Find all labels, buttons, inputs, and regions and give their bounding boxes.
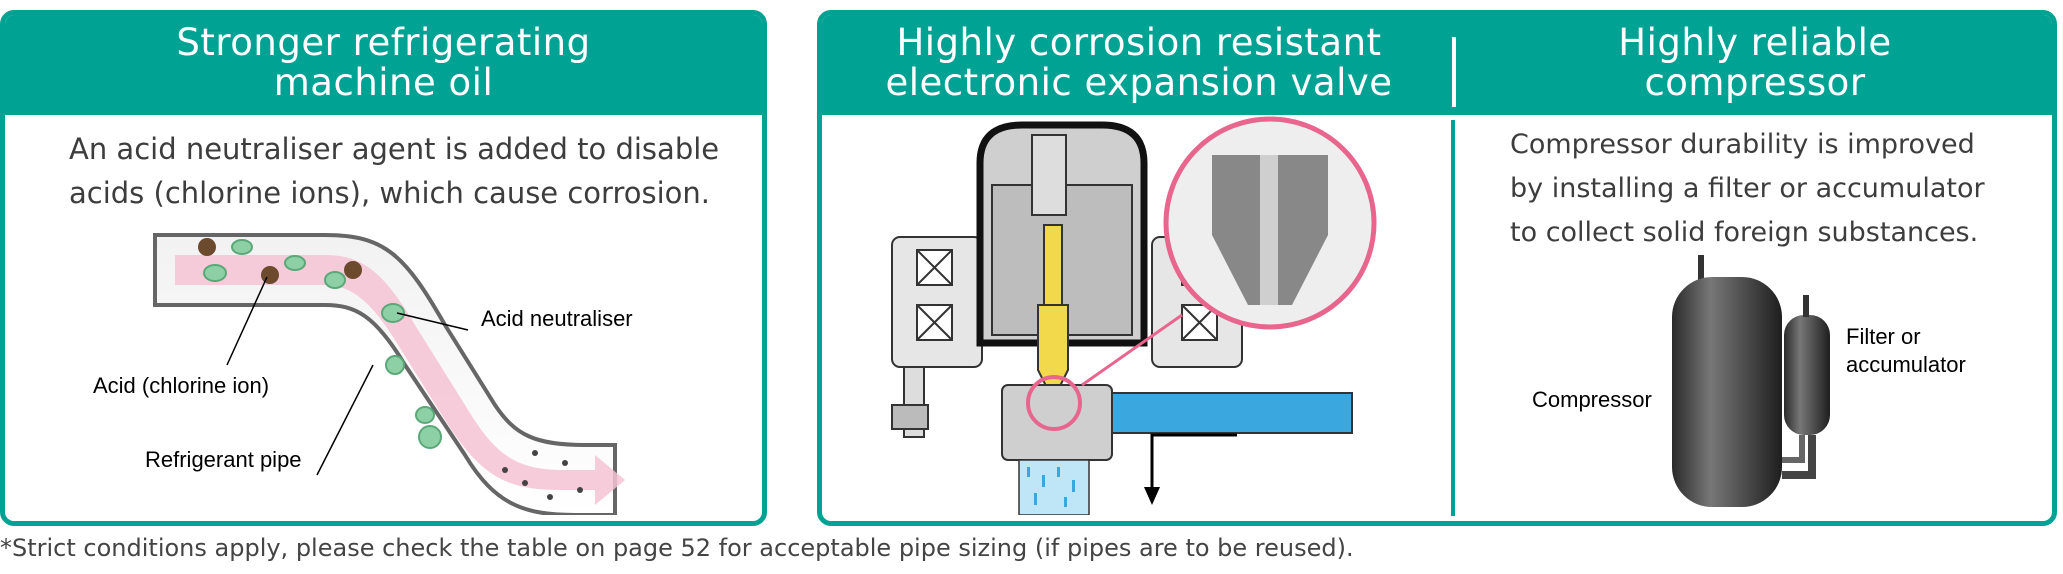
valve-compressor-header: Highly corrosion resistant electronic ex… — [822, 15, 2052, 115]
compressor-illustration — [1672, 255, 1830, 507]
oil-panel-header: Stronger refrigerating machine oil — [5, 15, 762, 115]
valve-compressor-panel: Highly corrosion resistant electronic ex… — [817, 10, 2057, 526]
label-acid-neutraliser: Acid neutraliser — [481, 306, 633, 331]
footnote: *Strict conditions apply, please check t… — [0, 534, 1354, 562]
acid-neutraliser-pipe-illustration — [153, 233, 625, 515]
acid-neutraliser-particles — [203, 239, 442, 449]
label-compressor: Compressor — [1532, 387, 1652, 412]
valve-panel-title: Highly corrosion resistant electronic ex… — [885, 21, 1393, 104]
compressor-panel-title: Highly reliable compressor — [1618, 21, 1892, 104]
label-acid-chlorine-ion: Acid (chlorine ion) — [93, 373, 270, 398]
oil-panel-title: Stronger refrigerating machine oil — [176, 21, 591, 104]
compressor-panel-description: Compressor durability is improved by ins… — [1510, 129, 1985, 248]
body-divider — [1451, 120, 1455, 516]
dot-particles — [502, 450, 583, 500]
oil-panel-description: An acid neutraliser agent is added to di… — [69, 132, 720, 210]
label-filter-accumulator: Filter or accumulator — [1846, 324, 1966, 377]
expansion-valve-illustration — [891, 116, 1377, 515]
header-divider — [1452, 37, 1456, 107]
label-refrigerant-pipe: Refrigerant pipe — [145, 447, 302, 472]
oil-panel: Stronger refrigerating machine oil An ac… — [0, 10, 767, 526]
